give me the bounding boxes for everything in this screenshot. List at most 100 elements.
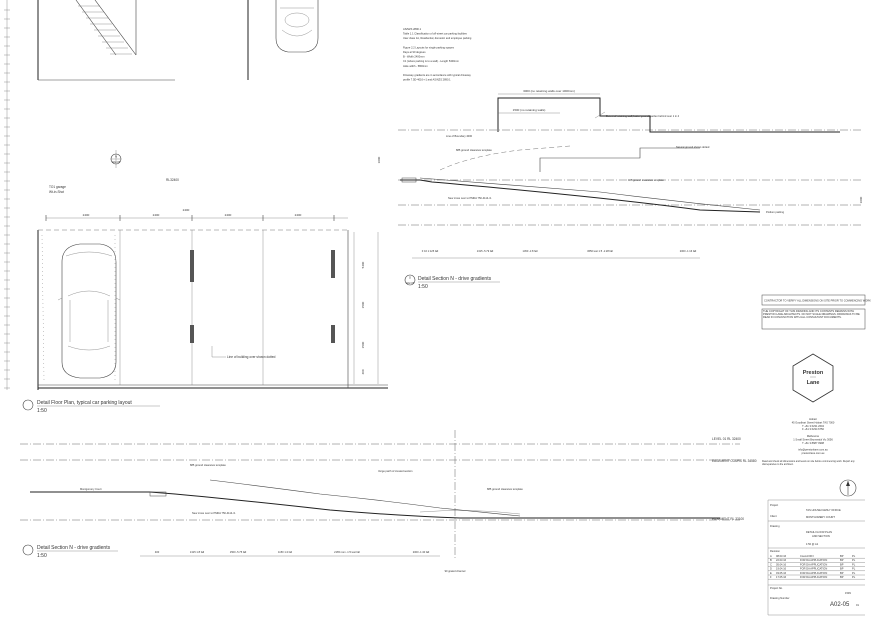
level-bottom-label: EASEMENT RL 33100 — [712, 517, 744, 521]
notice-box-1 — [761, 294, 866, 306]
revision-cell: FOR DA APPLICATION — [800, 558, 827, 562]
revision-cell: BP — [840, 554, 844, 558]
natural-ground-line — [439, 145, 571, 171]
bay-dim-1: 2400 — [83, 213, 90, 217]
drawing-rev: 01 — [856, 603, 859, 607]
address-line: prestonlane.com.au — [802, 451, 825, 455]
section-top-tag: D — [409, 276, 411, 280]
revision-cell: D — [770, 567, 772, 571]
side-dim-4: 400 — [361, 369, 365, 374]
revision-cell: 05.04.16 — [776, 562, 787, 566]
revision-cell: BP — [840, 567, 844, 571]
revision-cell: 22.03.16 — [776, 558, 787, 562]
section-bottom-bubble — [22, 544, 34, 556]
retaining-note: Extent of retaining wall, batter ground/… — [606, 114, 680, 118]
columns — [190, 250, 335, 343]
disclaimer: Read and check all dimensions and levels… — [762, 460, 855, 466]
bottom-kerb — [149, 491, 167, 497]
side-dim-1: 5400 — [361, 261, 365, 268]
grad-label-5: 2000 -1:16 fall — [680, 249, 697, 253]
grad-label-3: 1450 -1:8 fall — [523, 249, 538, 253]
revision-cell: PL — [852, 575, 856, 579]
montgomery-label: Montgomery Court — [80, 487, 102, 491]
revision-cell: C — [770, 562, 772, 566]
section-bottom-title: Detail Section N - drive gradients — [37, 545, 111, 551]
cross-over-note: New cross over to PMDA 750-4114-r1 — [448, 196, 492, 200]
bottom-grad-4: 1150 1:4 fall — [278, 550, 292, 554]
garage-note: TO1 garage — [49, 185, 66, 189]
revision-cell: Council RFI — [800, 554, 814, 558]
revision-cell: PL — [852, 554, 856, 558]
section-bottom: LEVEL 01 RL 32400 EASEMENT COURS RL 3458… — [20, 430, 757, 573]
notice-2: THE COPYRIGHT OF THIS DRAWING AND ITS CO… — [763, 310, 860, 320]
project-no: 1539 — [845, 591, 851, 595]
clearance-note: 885 ground clearance template — [456, 148, 492, 152]
address-line: T +61 3 8687 0998 — [802, 441, 824, 445]
car-top — [275, 0, 319, 53]
address-line: T +61 3 6231 2604 — [802, 424, 824, 428]
dim-1500: 1500 (no retaining walls) — [513, 108, 546, 112]
bay-dim-3: 2400 — [225, 213, 232, 217]
kerb — [401, 177, 417, 183]
channel-note: 90 grated channel — [445, 569, 466, 573]
revision-cell: 19.04.16 — [776, 567, 787, 571]
project-no-label: Project No. — [770, 586, 783, 590]
revision-cell: 08.03.16 — [776, 554, 787, 558]
note-line: AS/NZS 2890.1 — [403, 27, 422, 31]
address-line: Hobart — [809, 417, 817, 421]
revision-cell: BP — [840, 562, 844, 566]
grad-label-2: 1315 -5.79 fall — [477, 249, 494, 253]
revision-cell: 03.05.16 — [776, 571, 787, 575]
revision-cell: BP — [840, 575, 844, 579]
scale-value: 1:50 @ A1 — [806, 542, 819, 546]
drawing-label: Drawing — [770, 524, 780, 528]
revision-cell: A — [770, 554, 772, 558]
note-line: Aisle width - 5800mm — [403, 64, 428, 68]
bottom-grad-5: 2165 nom -1:5 test fall — [334, 550, 360, 554]
note-line: Days at 90 degrees — [403, 50, 426, 54]
title-north-arrow — [839, 479, 857, 497]
natural-ground-note: Natural ground shown dotted — [676, 145, 710, 149]
notice-1: CONTRACTOR TO VERIFY ALL DIMENSIONS ON S… — [764, 299, 871, 303]
section-top-bubble — [404, 274, 416, 286]
address-line: F +61 3 6234 6750 — [802, 427, 824, 431]
title-block: CONTRACTOR TO VERIFY ALL DIMENSIONS ON S… — [761, 294, 871, 616]
note-line: Driveway gradients are in accordance wit… — [403, 73, 471, 77]
brand-line-1: Preston — [803, 370, 824, 376]
note-line: profile 7.5D-4016-r-1 and AS/NZS 2890.1 — [403, 78, 451, 82]
note-line: Table 1.1 Classification of off-street c… — [403, 32, 468, 36]
brand-logo: Preston Lane — [792, 353, 834, 403]
revision-cell: F — [770, 575, 772, 579]
drawing-number: A02-05 — [830, 602, 850, 608]
notice-box-2 — [761, 308, 866, 330]
note-line: C1 (where parking is to a wall) - Length… — [403, 59, 459, 63]
level-top-label: LEVEL 01 RL 32400 — [712, 437, 741, 441]
bottom-clearance-note-2: 885 ground clearance template — [487, 487, 523, 491]
plan-title-bubble — [22, 399, 34, 411]
revision-label: Revision — [770, 549, 781, 553]
address-line: Melbourne — [807, 434, 820, 438]
revision-cell: B — [770, 558, 772, 562]
revision-cell: FOR DA APPLICATION — [800, 575, 827, 579]
plan-scale: 1:50 — [37, 408, 47, 414]
floor-plan: N A02-05 RL32400 TO1 garage Wt-in-Shot 2… — [4, 0, 388, 414]
bay-dim-5: 2400 — [183, 208, 190, 212]
retaining-profile — [539, 147, 700, 172]
grad-label-4: 3650 test 1:5 -1:28 fall — [587, 249, 613, 253]
revision-cell: BP — [840, 558, 844, 562]
note-line: Figure 2.2 Layouts for single parking sp… — [403, 45, 455, 49]
clearance-template-line — [419, 177, 761, 211]
client-label: Client — [770, 514, 777, 518]
stair-hatch — [75, 0, 137, 56]
section-top: 3000 (no retaining walls over 1000mm) 15… — [377, 89, 863, 290]
grad-label-1: F 16 1:125 fall — [422, 249, 439, 253]
north-ref: A02-05 — [112, 160, 121, 164]
revision-cell: PL — [852, 567, 856, 571]
bay-dim-4: 2400 — [295, 213, 302, 217]
overhang-note: Line of building over shown dotted — [227, 355, 276, 359]
revision-cell: FOR DA APPLICATION — [800, 562, 827, 566]
plan-title: Detail Floor Plan, typical car parking l… — [37, 400, 132, 406]
